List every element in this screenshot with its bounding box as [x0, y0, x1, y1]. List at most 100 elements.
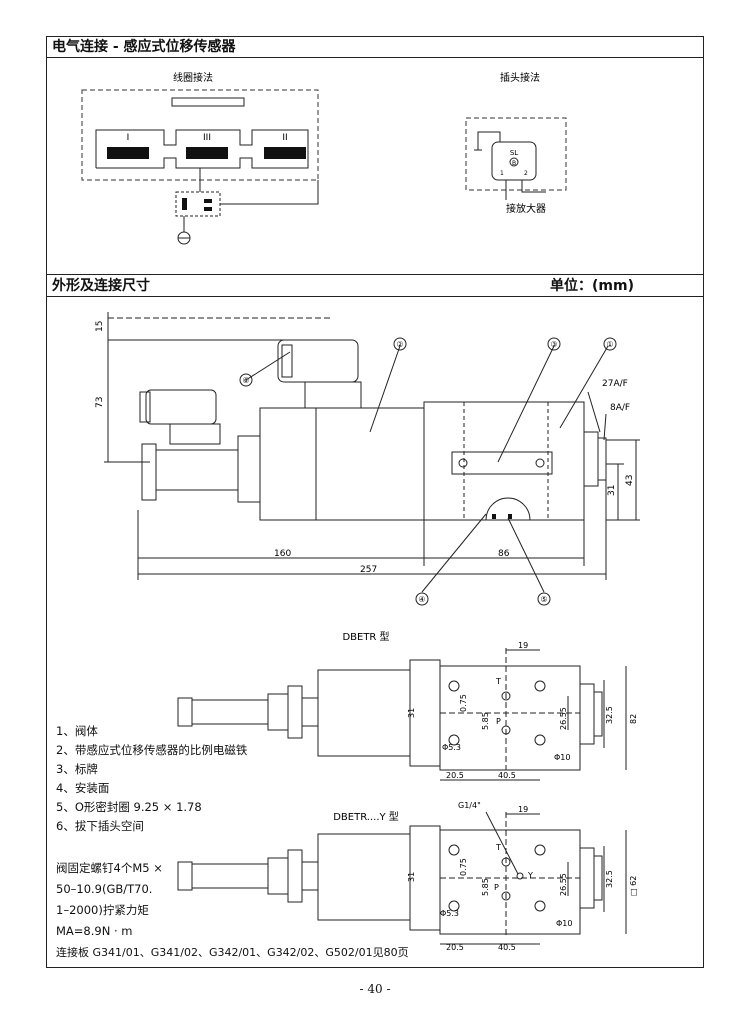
leader-line	[603, 413, 607, 441]
screw-icon	[448, 844, 460, 856]
view1-title: DBETR 型	[342, 630, 389, 643]
v2-port-t: T	[495, 843, 501, 852]
plug-pin-sl: SL	[510, 149, 518, 157]
coil-3	[186, 147, 228, 159]
upper-plug-nut	[281, 344, 293, 378]
leader-line	[369, 345, 401, 433]
callout-4: ④	[418, 595, 425, 604]
v2-dim-405: 40.5	[498, 943, 516, 952]
v1-dim-585: 5.85	[481, 712, 490, 730]
upper-plug	[277, 339, 359, 383]
v1-end	[579, 683, 595, 745]
v1-solenoid	[317, 669, 411, 757]
callout-3: ③	[550, 340, 557, 349]
section1-title: 电气连接 - 感应式位移传感器	[52, 39, 236, 55]
v2-dim-31: 31	[407, 872, 416, 882]
end-nut	[597, 437, 607, 481]
oring-mark	[492, 514, 496, 519]
legend-item: 2、带感应式位移传感器的比例电磁铁	[56, 743, 248, 757]
v2-port-y: Y	[527, 871, 533, 880]
v1-dim-19: 19	[518, 641, 528, 650]
v1-dim-205: 20.5	[446, 771, 464, 780]
callout-4-circle	[415, 592, 429, 606]
proportional-solenoid	[259, 407, 425, 521]
valve-body	[423, 401, 585, 521]
screw-icon	[534, 900, 546, 912]
leader-line	[559, 345, 609, 429]
section1-header: 电气连接 - 感应式位移传感器	[46, 36, 704, 58]
mounting-note: 阀固定螺钉4个M5 × 50–10.9(GB/T70. 1–2000)拧紧力矩 …	[56, 858, 409, 963]
sensor-plug-base	[169, 423, 221, 445]
v2-phi10: Φ10	[556, 919, 572, 928]
page-number: - 40 -	[359, 982, 391, 996]
sensor-tube	[141, 443, 157, 501]
plug-pin-1: 1	[500, 170, 504, 177]
note-line: 连接板 G341/01、G341/02、G342/01、G342/02、G502…	[56, 946, 409, 959]
leader-line	[587, 391, 601, 433]
screw-icon	[534, 844, 546, 856]
port-8af: 8A/F	[610, 403, 630, 413]
legend-item: 1、阀体	[56, 724, 98, 738]
nameplate	[451, 451, 553, 475]
end-plug	[583, 431, 599, 487]
v2-g14: G1/4"	[458, 801, 481, 810]
upper-plug-base	[304, 381, 362, 409]
v1-dim-405: 40.5	[498, 771, 516, 780]
coil-2	[264, 147, 306, 159]
plug-label: 插头接法	[500, 71, 540, 84]
plug-pin-2: 2	[524, 170, 528, 177]
sensor-plug	[145, 389, 217, 425]
view2-title: DBETR....Y 型	[333, 810, 399, 823]
connector-pin	[204, 207, 212, 211]
dim-15: 15	[95, 321, 105, 332]
callout-1-circle	[603, 337, 617, 351]
v2-end	[579, 847, 595, 909]
coil-wire	[95, 129, 309, 169]
leader-line	[507, 517, 545, 593]
wire	[521, 180, 546, 193]
legend-item: 3、标牌	[56, 762, 98, 776]
screw-icon	[448, 900, 460, 912]
port-t-icon	[501, 691, 511, 701]
plug-pin-b-icon	[509, 157, 519, 167]
v1-phi53: Φ5.3	[442, 743, 461, 752]
callout-6: ⑥	[242, 376, 249, 385]
screw-icon	[458, 458, 468, 468]
legend-item: 6、拔下插头空间	[56, 819, 144, 833]
v1-dim-2655: 26.55	[559, 707, 568, 730]
unit-label: 单位：(mm)	[550, 278, 634, 294]
dim-31: 31	[607, 485, 617, 496]
legend-item: 4、安装面	[56, 781, 110, 795]
section2-title: 外形及连接尺寸	[52, 278, 150, 294]
v1-collar	[287, 685, 303, 739]
v2-dim-19: 19	[518, 805, 528, 814]
v1-dim-325: 32.5	[605, 706, 614, 724]
v1-dim-82: 82	[629, 714, 638, 724]
plug-body	[491, 141, 537, 181]
note-line: 50–10.9(GB/T70.	[56, 882, 153, 896]
v1-port-t: T	[495, 677, 501, 686]
port-y-icon	[516, 872, 524, 880]
callout-5-circle	[537, 592, 551, 606]
amp-label: 接放大器	[506, 202, 546, 215]
v1-neck	[301, 697, 319, 727]
coil-2-label: II	[282, 133, 287, 143]
v2-dim-205: 20.5	[446, 943, 464, 952]
v1-port-p: P	[496, 717, 501, 726]
connector-pin	[204, 199, 212, 203]
callout-6-circle	[239, 373, 253, 387]
screw-icon	[534, 734, 546, 746]
note-line: 1–2000)拧紧力矩	[56, 903, 149, 917]
leader-line	[497, 345, 555, 463]
v2-dim-62: □ 62	[629, 876, 638, 896]
dim-86: 86	[498, 549, 510, 559]
v1-dim-075: 0.75	[459, 694, 468, 712]
v2-phi53: Φ5.3	[440, 909, 459, 918]
legend-item: 5、O形密封圈 9.25 × 1.78	[56, 800, 202, 814]
callout-2-circle	[393, 337, 407, 351]
connector-pin	[182, 198, 187, 210]
coil-1	[107, 147, 149, 159]
dim-43: 43	[625, 475, 635, 486]
coil-top-bar	[171, 97, 245, 107]
oring-mark	[508, 514, 512, 519]
